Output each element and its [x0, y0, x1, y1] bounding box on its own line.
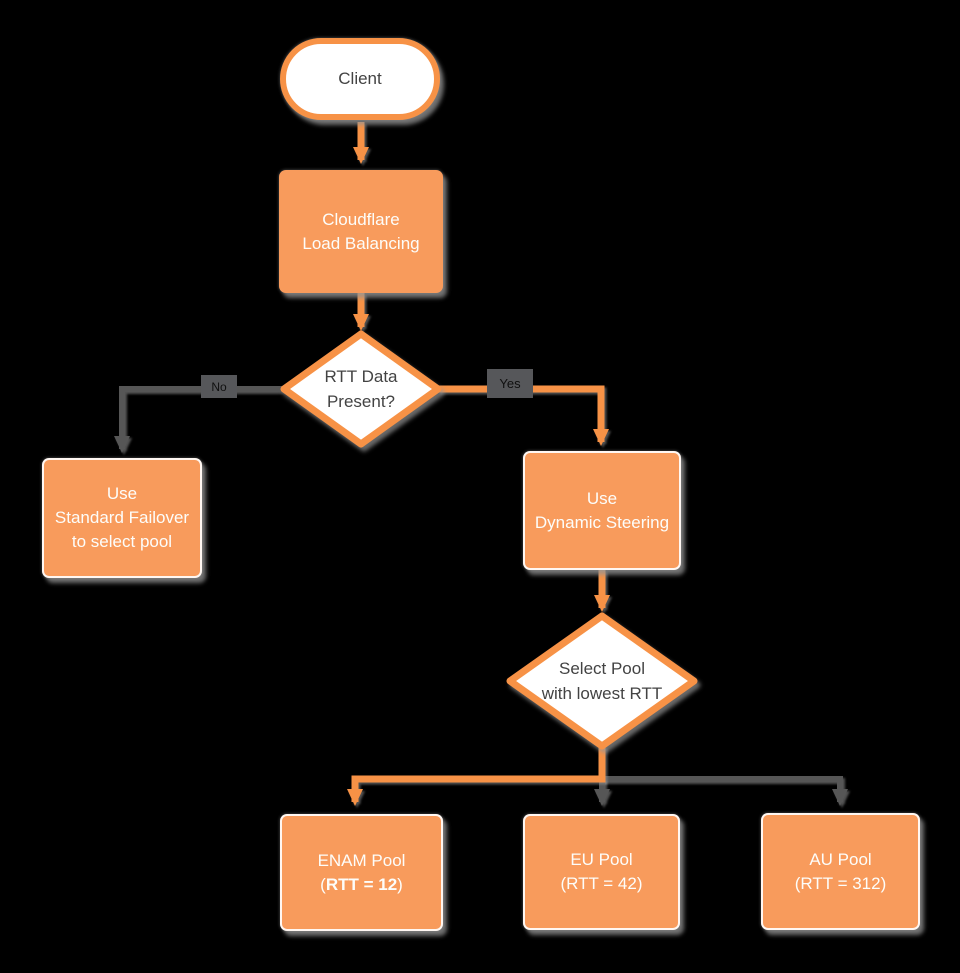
- edge-label-no-text: No: [211, 379, 227, 394]
- au-pool-node: AU Pool (RTT = 312): [761, 813, 920, 930]
- edge-select-pool-to-enam-pool: [347, 746, 606, 806]
- edge-label-yes: Yes: [487, 369, 533, 398]
- rtt-decision-line1: RTT Data: [324, 367, 398, 386]
- enam-rtt-value: RTT = 12: [325, 874, 398, 894]
- enam-pool-line1: ENAM Pool: [317, 850, 406, 870]
- load-balancer-line1: Cloudflare: [322, 209, 400, 229]
- load-balancer-line2: Load Balancing: [302, 233, 420, 253]
- eu-pool-line1: EU Pool: [570, 850, 633, 869]
- standard-failover-node: Use Standard Failover to select pool: [42, 458, 202, 578]
- rtt-decision-line2: Present?: [326, 392, 396, 411]
- rtt-decision-diamond: [280, 330, 442, 448]
- enam-pool-line2: (RTT = 12): [320, 873, 403, 897]
- select-pool-decision-label: Select Pool with lowest RTT: [512, 648, 692, 714]
- enam-paren-open: (: [320, 874, 326, 894]
- edge-label-no: No: [201, 375, 237, 398]
- edge-select-pool-to-au-pool: [602, 776, 848, 806]
- standard-failover-line3: to select pool: [71, 532, 173, 551]
- rtt-decision-label: RTT Data Present?: [286, 356, 436, 422]
- dynamic-steering-line2: Dynamic Steering: [534, 512, 670, 532]
- dynamic-steering-node: Use Dynamic Steering: [523, 451, 681, 570]
- enam-pool-node: ENAM Pool (RTT = 12): [280, 814, 443, 931]
- au-pool-line2: (RTT = 312): [794, 873, 887, 893]
- client-node: Client: [280, 38, 440, 120]
- edge-rtt-no-to-standard-failover: [114, 386, 284, 453]
- edge-label-yes-text: Yes: [499, 376, 521, 391]
- select-pool-line1: Select Pool: [559, 659, 645, 678]
- load-balancer-node: Cloudflare Load Balancing: [279, 170, 443, 293]
- au-pool-line1: AU Pool: [809, 849, 872, 869]
- select-pool-decision-diamond: [506, 612, 698, 750]
- eu-pool-node: EU Pool (RTT = 42): [523, 814, 680, 930]
- standard-failover-line1: Use: [106, 484, 138, 503]
- standard-failover-line2: Standard Failover: [54, 508, 190, 527]
- select-pool-line2: with lowest RTT: [541, 684, 663, 703]
- enam-paren-close: ): [397, 874, 403, 894]
- eu-pool-line2: (RTT = 42): [560, 874, 643, 893]
- client-label: Client: [338, 69, 382, 88]
- dynamic-steering-line1: Use: [586, 488, 618, 508]
